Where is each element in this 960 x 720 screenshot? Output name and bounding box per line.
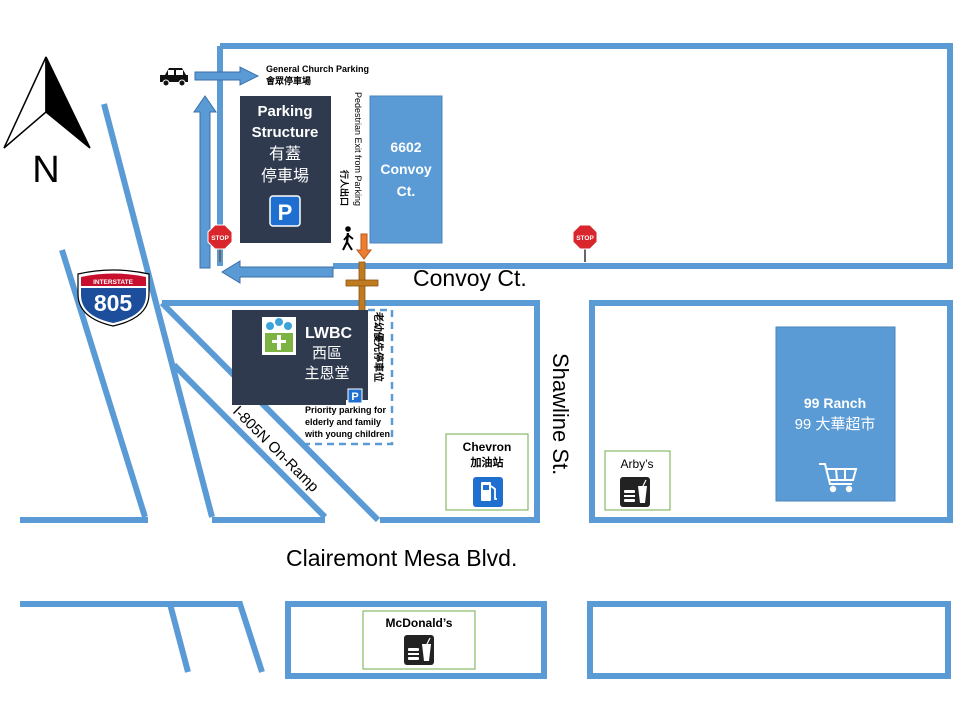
chevron-label: Chevron bbox=[463, 440, 512, 454]
arrow-left-icon bbox=[221, 260, 334, 284]
pedestrian-icon bbox=[342, 226, 354, 251]
lwbc-name-cn: 主恩堂 bbox=[304, 365, 349, 382]
lwbc-name-cn: 西區 bbox=[312, 345, 342, 362]
gas-station-icon bbox=[473, 477, 503, 507]
block-bottom-right-outline bbox=[587, 601, 951, 679]
north-label: N bbox=[32, 149, 59, 191]
priority-parking-zone bbox=[306, 308, 394, 446]
priority-parking-label-cn: 老幼優先停車位 bbox=[372, 311, 385, 382]
block-6602-outline bbox=[220, 43, 953, 269]
road-network bbox=[20, 43, 953, 679]
pedestrian-exit-label: Pedestrian Exit from Parking bbox=[353, 92, 363, 206]
mcdonalds-label: McDonald’s bbox=[386, 616, 453, 630]
north-arrow-icon bbox=[3, 56, 91, 149]
parking-structure-label: Structure bbox=[252, 124, 319, 141]
building-6602-label: Convoy bbox=[380, 161, 432, 177]
pedestrian-exit-label-cn: 行人出口 bbox=[339, 169, 350, 206]
lwbc-parking-icon bbox=[347, 388, 363, 404]
stop-sign-text: STOP bbox=[211, 235, 229, 242]
onramp-road bbox=[171, 362, 328, 520]
building-6602 bbox=[369, 95, 443, 244]
priority-parking-label: with young children bbox=[304, 429, 390, 439]
pedestrian-arrow-icon bbox=[355, 233, 373, 260]
i805-road bbox=[59, 249, 148, 518]
fast-food-icon bbox=[620, 477, 650, 507]
arbys-label: Arby’s bbox=[620, 457, 653, 471]
i805-road bbox=[101, 103, 215, 518]
lwbc-name: LWBC bbox=[305, 325, 353, 342]
traffic-arrows bbox=[193, 66, 373, 284]
stop-sign-text: STOP bbox=[576, 235, 594, 242]
shawline-st-label: Shawline St. bbox=[548, 353, 573, 475]
interstate-number: 805 bbox=[94, 290, 133, 316]
general-parking-label-cn: 會眾停車場 bbox=[266, 75, 311, 86]
road-segment bbox=[167, 603, 191, 673]
chevron-label-cn: 加油站 bbox=[470, 455, 504, 469]
parking-icon-letter: P bbox=[278, 200, 293, 225]
convoy-ct-label: Convoy Ct. bbox=[413, 265, 527, 291]
fast-food-icon bbox=[404, 635, 434, 665]
onramp-road bbox=[159, 300, 381, 523]
building-6602-label: Ct. bbox=[397, 183, 416, 199]
car-icon bbox=[160, 68, 188, 87]
ranch99-label-cn: 99 大華超市 bbox=[795, 416, 876, 433]
block-mcdonalds-outline bbox=[285, 601, 547, 679]
lwbc-parking-icon-letter: P bbox=[351, 391, 358, 403]
interstate-shield-icon: INTERSTATE 805 bbox=[77, 269, 150, 327]
parking-icon bbox=[269, 195, 301, 227]
priority-parking-label: elderly and family bbox=[305, 417, 381, 427]
interstate-top-text: INTERSTATE bbox=[93, 279, 134, 286]
priority-parking-label: Priority parking for bbox=[305, 405, 387, 415]
ranch99-store bbox=[775, 326, 896, 502]
general-parking-label: General Church Parking bbox=[266, 64, 369, 74]
parking-structure-label-cn: 有蓋 bbox=[269, 145, 301, 163]
block-99-ranch-outline bbox=[589, 300, 953, 523]
lwbc-logo-icon bbox=[262, 317, 296, 355]
building-6602-label: 6602 bbox=[390, 139, 421, 155]
parking-structure-label: Parking bbox=[257, 103, 312, 120]
clairemont-mesa-label: Clairemont Mesa Blvd. bbox=[286, 545, 517, 571]
shopping-cart-icon bbox=[819, 463, 858, 493]
block-lwbc-outline bbox=[162, 300, 540, 523]
parking-structure-label-cn: 停車場 bbox=[261, 167, 309, 185]
arrow-right-icon bbox=[194, 66, 260, 86]
road-segment bbox=[20, 601, 265, 673]
stop-sign-icon: STOP bbox=[572, 224, 598, 262]
ranch99-label: 99 Ranch bbox=[804, 395, 866, 411]
stop-sign-icon: STOP bbox=[207, 224, 233, 262]
